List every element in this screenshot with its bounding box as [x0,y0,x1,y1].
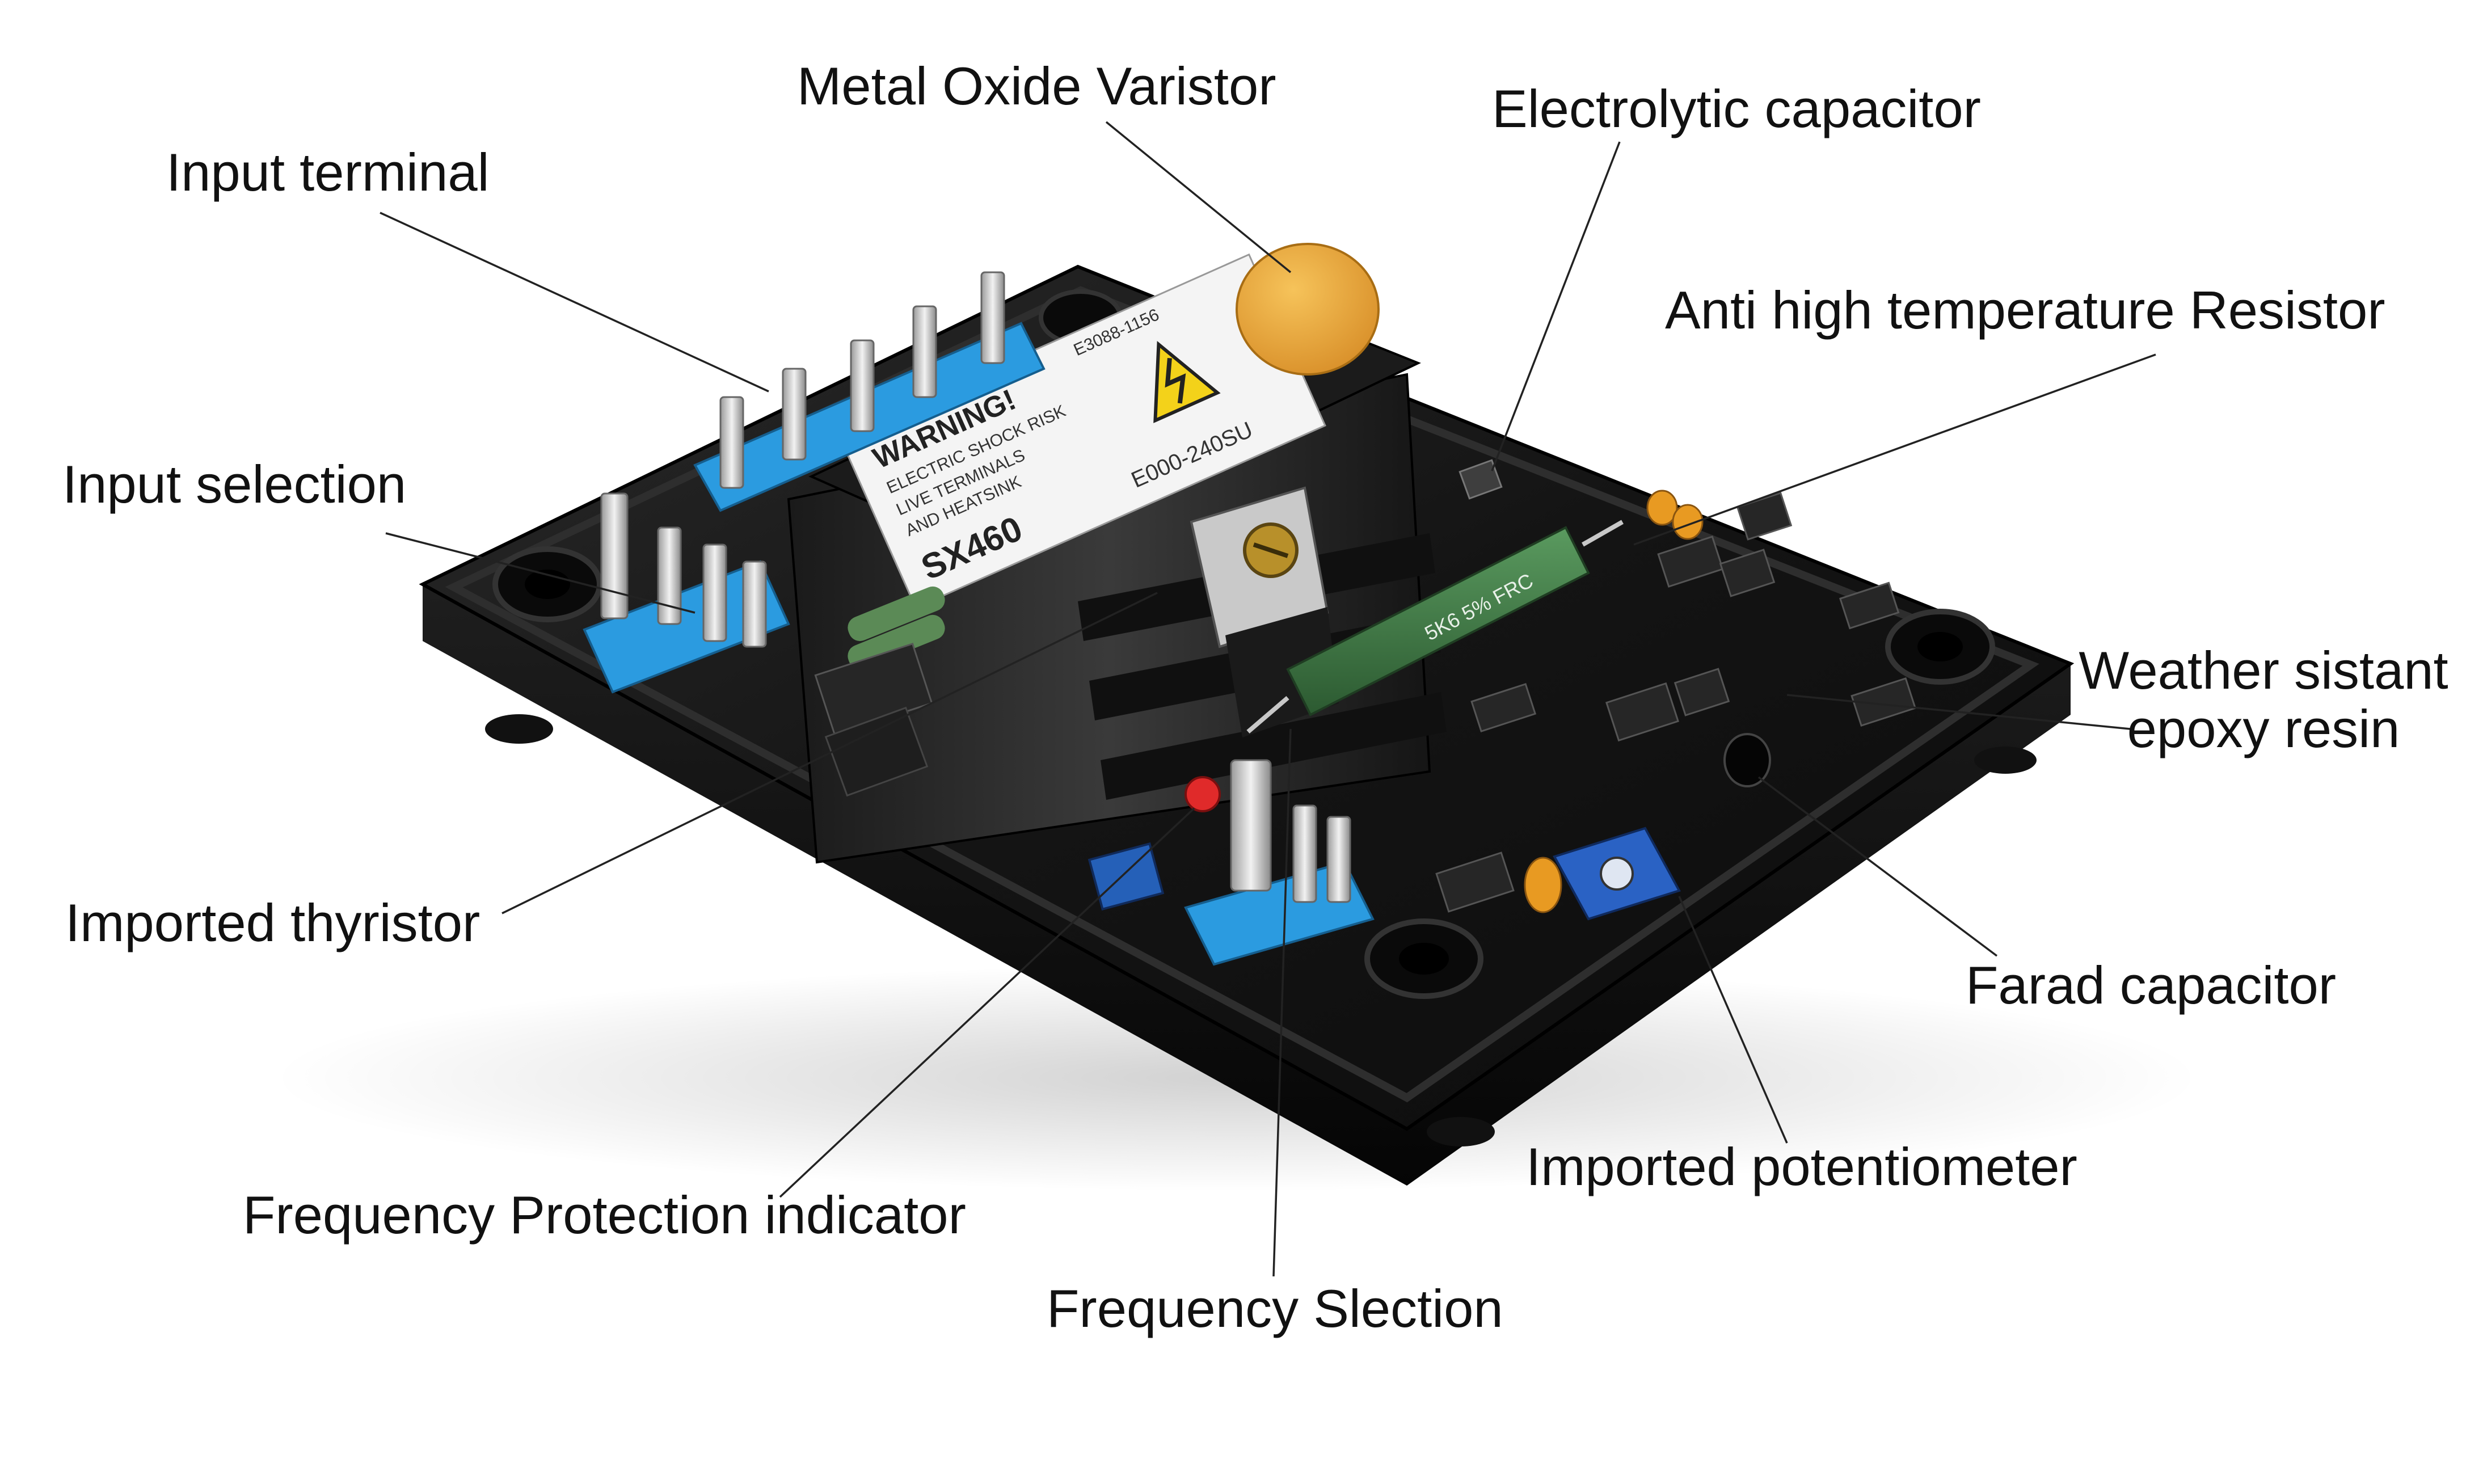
label-imported-thyristor: Imported thyristor [65,893,480,952]
leader-weather-resistant [1786,694,2131,730]
label-frequency-protection-indicator: Frequency Protection indicator [243,1185,966,1245]
label-weather-resistant-epoxy: Weather sistant epoxy resin [2065,641,2462,758]
leader-imported-thyristor [501,592,1158,914]
board-foot [1974,747,2037,774]
mounting-hole [1364,918,1483,999]
mounting-hole [1885,609,1995,685]
electrolytic-capacitor-part [1459,459,1503,500]
label-input-terminal: Input terminal [166,142,490,202]
leader-frequency-selection [1272,728,1292,1277]
frequency-selection-block [1184,759,1375,966]
small-resistor [848,586,945,670]
tantalum-capacitor [1672,504,1704,540]
frequency-led [1185,776,1221,812]
board-foot [485,714,553,744]
leader-frequency-protection-indicator [779,807,1195,1198]
leader-lines [380,121,2156,1277]
warning-label: WARNING! ELECTRIC SHOCK RISK LIVE TERMIN… [838,253,1326,609]
trim-potentiometer [1087,842,1165,911]
leader-input-terminal [380,212,769,393]
leader-input-selection [385,532,695,614]
leader-farad-capacitor [1757,776,1998,957]
tantalum-capacitor [1524,857,1562,913]
label-anti-high-temp-resistor: Anti high temperature Resistor [1665,280,2385,340]
thyristor-body [824,706,929,797]
label-imported-potentiometer: Imported potentiometer [1526,1137,2077,1196]
farad-capacitor [1723,733,1771,787]
leader-electrolytic-capacitor [1491,141,1621,471]
board-foot [1427,1117,1495,1146]
board-side [423,584,2071,1186]
input-terminal-block [693,271,1046,512]
label-farad-capacitor: Farad capacitor [1966,955,2337,1015]
label-weather-resistant-line1: Weather sistant [2079,640,2448,700]
tantalum-capacitor [1646,490,1678,526]
leader-anti-high-temp-resistor [1633,353,2156,546]
label-input-selection: Input selection [62,454,407,514]
label-electrolytic-capacitor: Electrolytic capacitor [1492,79,1981,138]
leader-imported-potentiometer [1678,896,1788,1144]
input-selection-block [583,492,790,694]
imported-potentiometer-part [1553,827,1681,921]
varistor-disc [1236,243,1380,376]
leader-metal-oxide-varistor [1105,121,1292,273]
label-weather-resistant-line2: epoxy resin [2127,699,2400,759]
label-metal-oxide-varistor: Metal Oxide Varistor [797,56,1276,116]
label-frequency-selection: Frequency Slection [1047,1279,1503,1338]
smd-component [814,492,1917,913]
